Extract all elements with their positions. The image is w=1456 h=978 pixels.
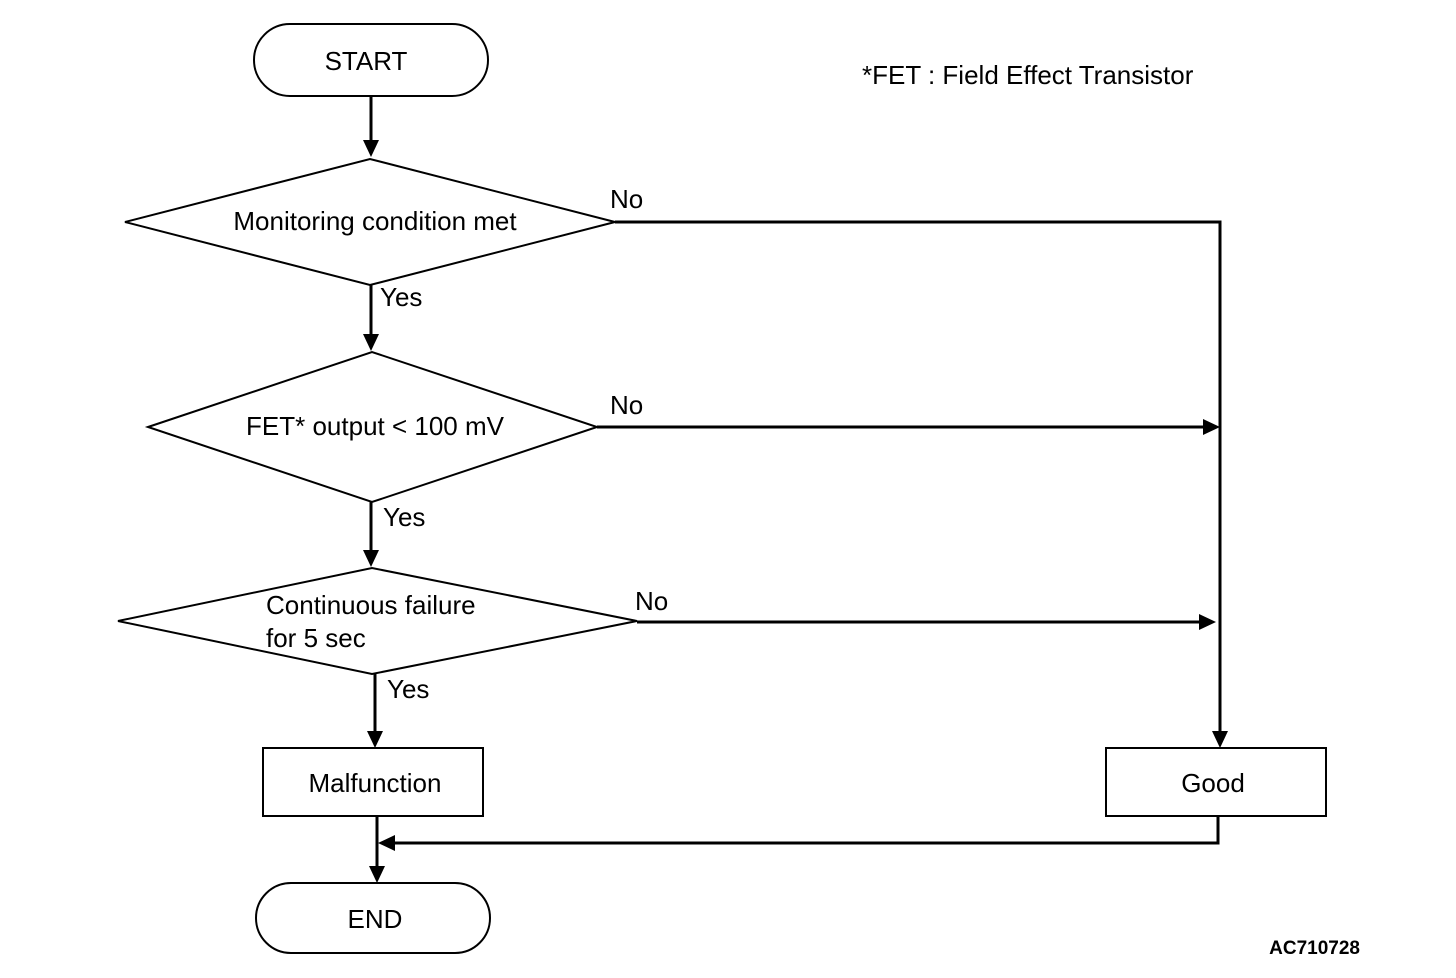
- footnote: *FET : Field Effect Transistor: [862, 60, 1194, 90]
- arrowhead-good: [1212, 731, 1228, 748]
- arrowhead-d1: [363, 140, 379, 157]
- connector-good-merge: [393, 816, 1220, 845]
- arrowhead-malfunction: [367, 731, 383, 748]
- decision3-label-line2: for 5 sec: [266, 623, 366, 653]
- figure-code: AC710728: [1269, 938, 1360, 959]
- arrowhead-end: [369, 866, 385, 883]
- arrowhead-merge: [378, 835, 395, 851]
- malfunction-box: [262, 747, 484, 817]
- decision-continuous-failure: [117, 566, 638, 676]
- arrowhead-d3: [363, 550, 379, 567]
- end-terminal: [255, 882, 491, 954]
- yes-label-1: Yes: [380, 282, 422, 312]
- good-label: Good: [1181, 768, 1245, 798]
- connector-no-d1-good: [615, 220, 1222, 733]
- arrowhead-no-d3: [1199, 614, 1216, 630]
- decision1-label: Monitoring condition met: [233, 206, 517, 236]
- good-box: [1105, 747, 1327, 817]
- yes-label-3: Yes: [387, 674, 429, 704]
- decision2-label: FET* output < 100 mV: [246, 411, 505, 441]
- no-label-2: No: [610, 390, 643, 420]
- no-label-3: No: [635, 586, 668, 616]
- malfunction-label: Malfunction: [309, 768, 442, 798]
- arrowhead-no-d2: [1203, 419, 1220, 435]
- no-label-1: No: [610, 184, 643, 214]
- end-label: END: [348, 904, 403, 934]
- yes-label-2: Yes: [383, 502, 425, 532]
- arrowhead-d2: [363, 334, 379, 351]
- start-label: START: [325, 46, 408, 76]
- decision3-label-line1: Continuous failure: [266, 590, 476, 620]
